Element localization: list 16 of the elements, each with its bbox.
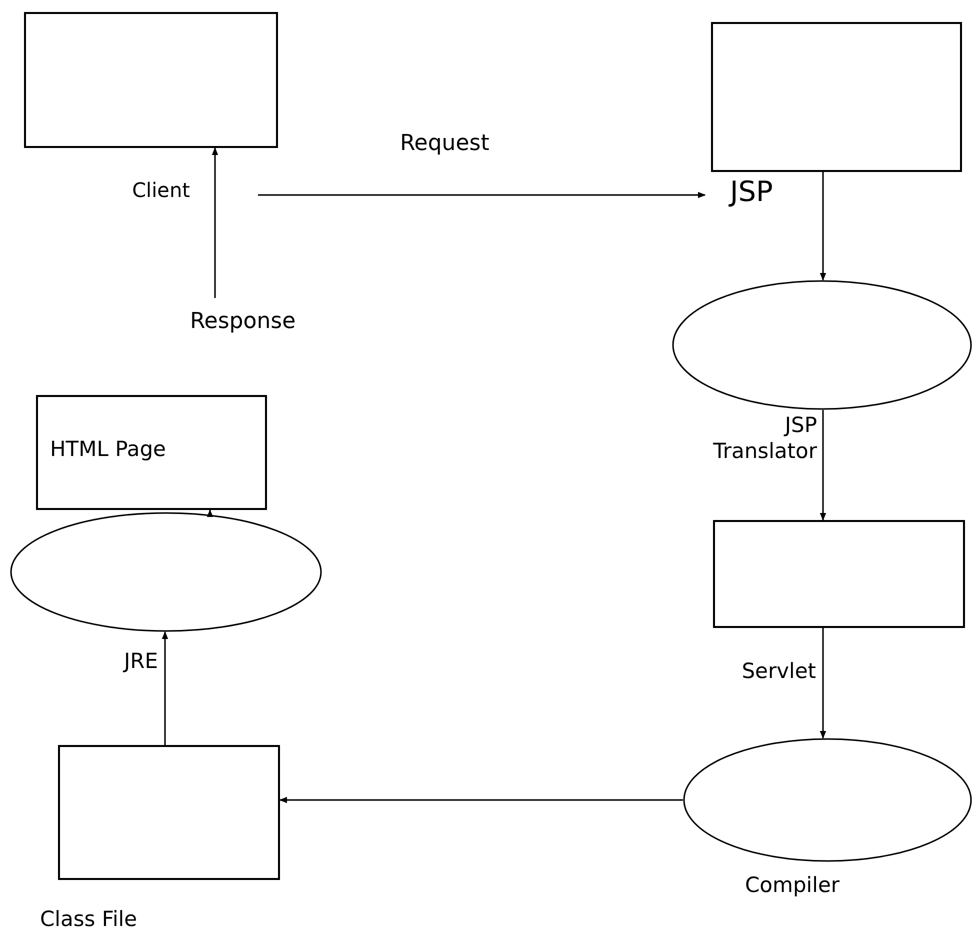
- arrow: [258, 192, 706, 198]
- arrow: [820, 172, 826, 281]
- node-label: Compiler: [745, 872, 840, 898]
- arrow: [212, 147, 218, 298]
- node-label: HTML Page: [50, 436, 166, 462]
- arrow: [820, 628, 826, 739]
- node-label: JSP Translator: [712, 412, 817, 464]
- arrow: [820, 410, 826, 521]
- node-label: Servlet: [742, 658, 816, 684]
- node-label: Client: [132, 178, 190, 203]
- node-label: JRE: [124, 648, 158, 674]
- node-label: JSP: [730, 174, 773, 209]
- arrow: [279, 796, 683, 804]
- arrow: [162, 631, 168, 745]
- arrow: [206, 509, 214, 518]
- node-label: Class File: [40, 906, 138, 932]
